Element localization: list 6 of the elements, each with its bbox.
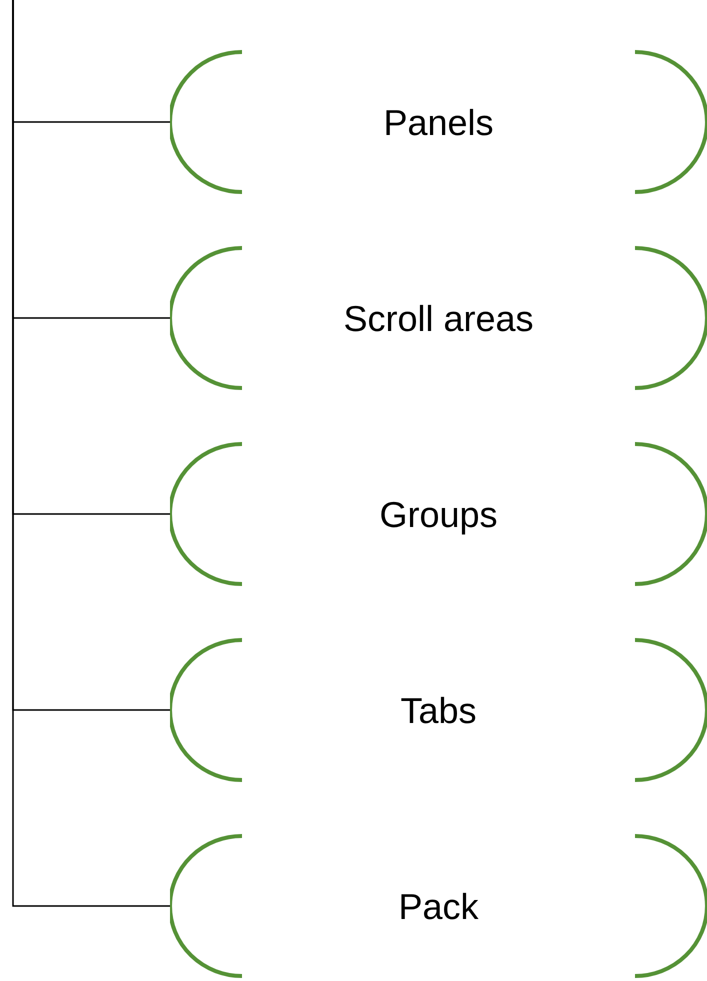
node-label: Panels [383,100,494,144]
connector-line [12,0,170,907]
node-label: Tabs [400,688,477,732]
node-label: Pack [398,884,479,928]
node-label: Scroll areas [343,296,534,340]
node-label: Groups [379,492,498,536]
